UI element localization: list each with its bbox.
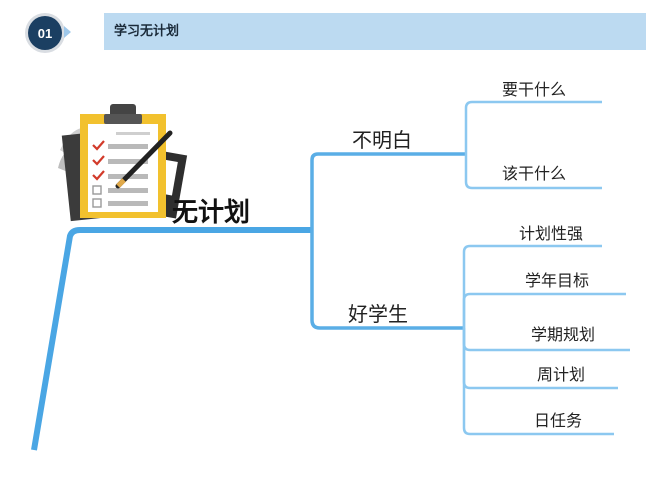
leaf-label: 要干什么: [502, 80, 567, 99]
section-header-bar: 学习无计划: [104, 13, 646, 50]
branch-label-good-student: 好学生: [348, 302, 408, 326]
section-arrow-icon: [64, 26, 71, 38]
leaf-label: 日任务: [534, 411, 583, 430]
branch-label-not-understand: 不明白: [352, 128, 412, 152]
leaf-label: 学期规划: [531, 325, 596, 344]
leaf-label: 该干什么: [502, 164, 567, 183]
leaf-label: 计划性强: [519, 224, 584, 243]
section-number: 01: [37, 25, 53, 41]
section-title: 学习无计划: [114, 24, 180, 39]
mindmap-root-label: 无计划: [172, 198, 251, 228]
clipboard-checklist-icon: [58, 104, 188, 222]
leaf-label: 学年目标: [525, 271, 590, 290]
section-number-badge: 01: [28, 16, 62, 50]
leaf-label: 周计划: [537, 365, 586, 384]
